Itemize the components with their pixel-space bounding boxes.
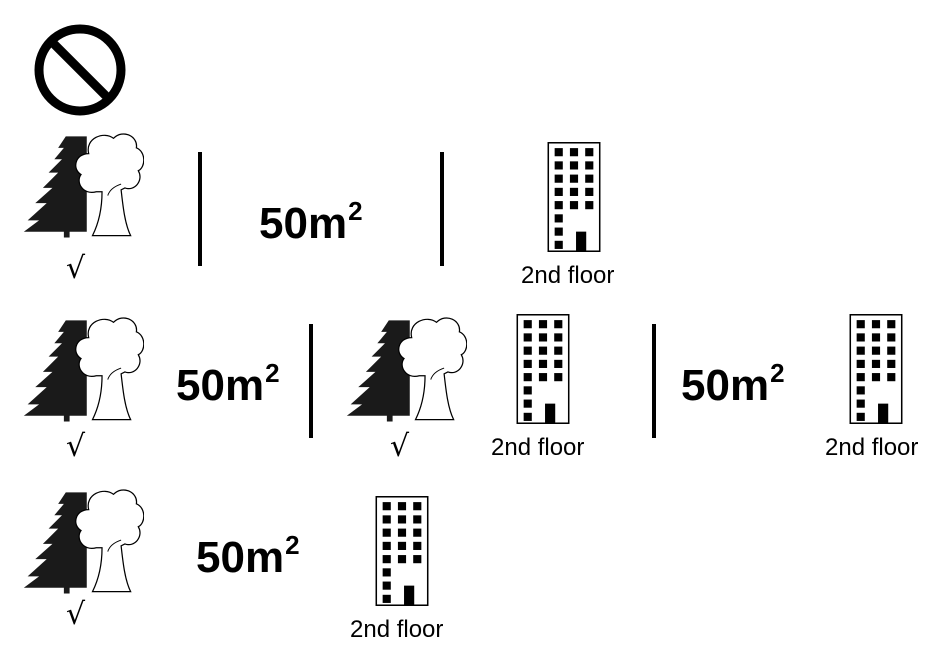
prohibited-icon — [32, 22, 128, 118]
check-mark: √ — [390, 429, 410, 464]
check-mark: √ — [66, 597, 86, 632]
building-icon — [516, 314, 570, 424]
separator-line — [309, 324, 313, 438]
separator-line — [198, 152, 202, 266]
trees-icon — [20, 316, 144, 424]
area-label: 50m2 — [259, 196, 363, 248]
check-mark: √ — [66, 251, 86, 286]
building-icon — [375, 496, 429, 606]
separator-line — [440, 152, 444, 266]
area-label: 50m2 — [681, 358, 785, 410]
area-label: 50m2 — [176, 358, 280, 410]
trees-icon — [20, 132, 144, 240]
floor-caption: 2nd floor — [521, 262, 615, 289]
floor-caption: 2nd floor — [350, 616, 444, 643]
trees-icon — [20, 488, 144, 596]
building-icon — [547, 142, 601, 252]
check-mark: √ — [66, 429, 86, 464]
trees-icon — [343, 316, 467, 424]
area-label: 50m2 — [196, 530, 300, 582]
building-icon — [849, 314, 903, 424]
floor-caption: 2nd floor — [825, 434, 919, 461]
separator-line — [652, 324, 656, 438]
floor-caption: 2nd floor — [491, 434, 585, 461]
